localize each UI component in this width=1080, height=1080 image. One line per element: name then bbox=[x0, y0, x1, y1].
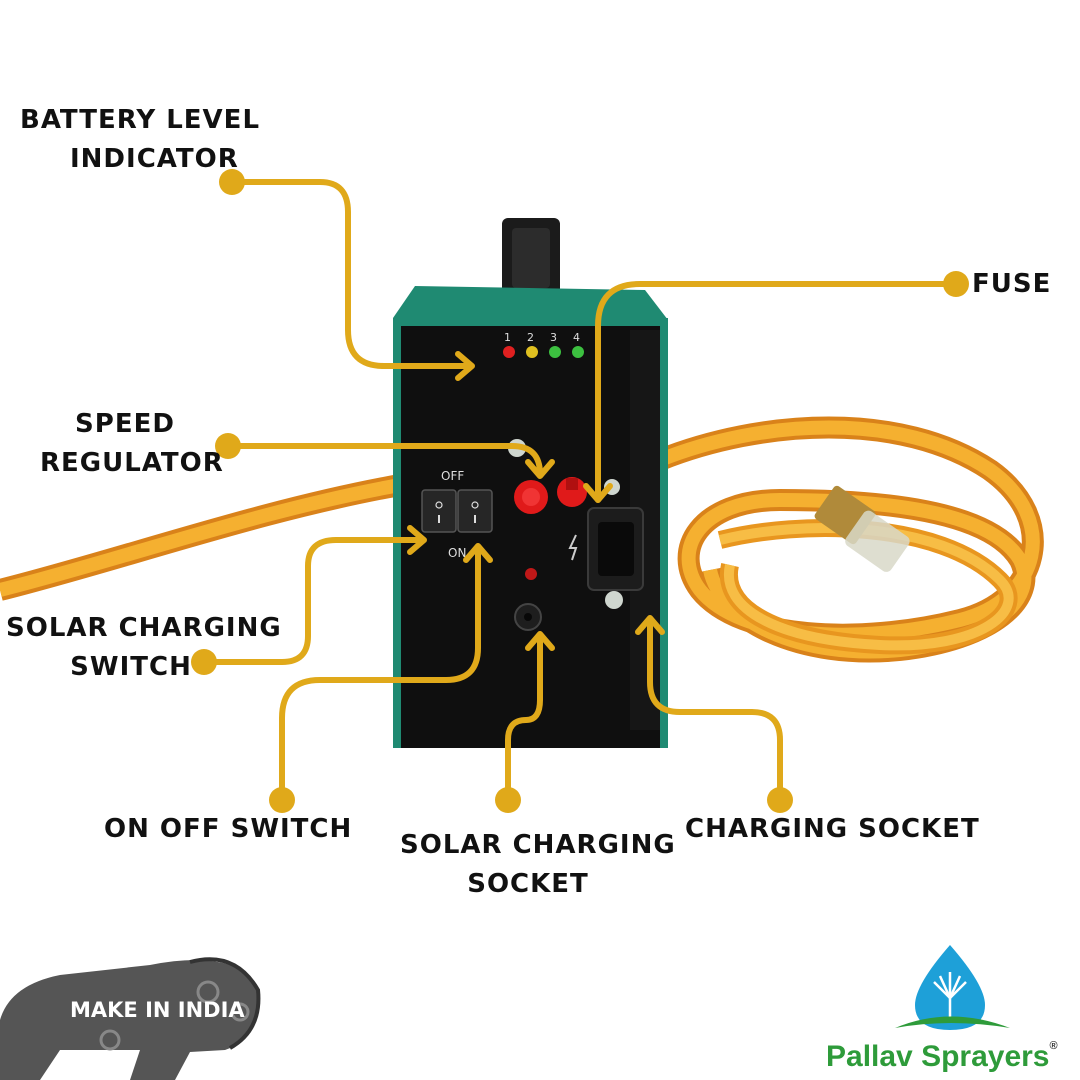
callout-charging-socket: CHARGING SOCKET bbox=[685, 810, 980, 849]
device-top-trim bbox=[393, 286, 668, 320]
battery-callout-dot bbox=[219, 169, 245, 195]
callout-solar-switch-line-2: SWITCH bbox=[70, 652, 192, 682]
fuse-callout-line bbox=[595, 281, 959, 503]
make-in-india-logo bbox=[0, 957, 261, 1080]
battery-level-leds: 1 2 3 4 bbox=[503, 331, 584, 358]
make-in-india-text: MAKE IN INDIA bbox=[70, 998, 245, 1022]
solar-socket-callout-line bbox=[505, 633, 543, 803]
battery-led-2 bbox=[526, 346, 538, 358]
fuse-holder[interactable] bbox=[557, 477, 587, 507]
battery-led-3 bbox=[549, 346, 561, 358]
callout-speed-regulator: SPEED REGULATOR bbox=[40, 405, 224, 483]
on-off-rocker-switch[interactable] bbox=[457, 489, 493, 533]
callout-fuse: FUSE bbox=[972, 265, 1051, 304]
callout-battery-level-indicator: BATTERY LEVEL INDICATOR bbox=[20, 101, 260, 179]
lightning-icon bbox=[568, 534, 578, 561]
solar-charging-rocker-switch[interactable] bbox=[421, 489, 457, 533]
brand-name-text: Pallav Sprayers bbox=[826, 1040, 1050, 1073]
charge-indicator-led bbox=[525, 568, 537, 580]
solar-switch-callout-line bbox=[201, 537, 425, 665]
battery-led-4 bbox=[572, 346, 584, 358]
battery-callout-line bbox=[229, 179, 473, 369]
callout-battery-line-2: INDICATOR bbox=[70, 144, 239, 174]
hose-connector bbox=[814, 485, 910, 572]
callout-fuse-line-1: FUSE bbox=[972, 269, 1052, 299]
speed-regulator-callout-line bbox=[225, 443, 543, 477]
callout-solar-socket-line-1: SOLAR CHARGING bbox=[400, 830, 676, 860]
switch-off-label: OFF bbox=[441, 469, 464, 483]
pallav-sprayers-logo bbox=[895, 945, 1010, 1030]
solar-switch-callout-dot bbox=[191, 649, 217, 675]
callout-speed-line-1: SPEED bbox=[75, 409, 175, 439]
callout-on-off-switch: ON OFF SWITCH bbox=[104, 810, 352, 849]
callout-dots bbox=[191, 169, 969, 813]
led-number-3: 3 bbox=[550, 331, 557, 344]
leaf-arc-icon bbox=[895, 1016, 1010, 1028]
switch-on-label: ON bbox=[448, 546, 466, 560]
screw bbox=[605, 591, 623, 609]
charging-socket-callout-dot bbox=[767, 787, 793, 813]
sprayer-control-box: 1 2 3 4 OFF ON bbox=[393, 218, 668, 748]
callout-solar-charging-switch: SOLAR CHARGING SWITCH bbox=[6, 609, 282, 687]
on-off-switch-callout-line bbox=[279, 545, 481, 803]
callout-charging-socket-line-1: CHARGING SOCKET bbox=[685, 814, 980, 844]
led-number-4: 4 bbox=[573, 331, 580, 344]
callout-lines bbox=[201, 179, 959, 803]
callout-battery-line-1: BATTERY LEVEL bbox=[20, 105, 261, 135]
brand-name: Pallav Sprayers® bbox=[826, 1040, 1058, 1074]
callout-on-off-line-1: ON OFF SWITCH bbox=[104, 814, 353, 844]
on-off-switch-callout-dot bbox=[269, 787, 295, 813]
battery-led-1 bbox=[503, 346, 515, 358]
speed-regulator-callout-dot bbox=[215, 433, 241, 459]
solar-socket-callout-dot bbox=[495, 787, 521, 813]
callout-solar-switch-line-1: SOLAR CHARGING bbox=[6, 613, 282, 643]
fuse-callout-dot bbox=[943, 271, 969, 297]
callout-solar-socket-line-2: SOCKET bbox=[467, 869, 589, 899]
led-number-2: 2 bbox=[527, 331, 534, 344]
charging-socket-callout-line bbox=[647, 617, 783, 803]
led-number-1: 1 bbox=[504, 331, 511, 344]
callout-solar-charging-socket: SOLAR CHARGING SOCKET bbox=[400, 826, 676, 904]
hose bbox=[0, 416, 1044, 663]
callout-speed-line-2: REGULATOR bbox=[40, 448, 224, 478]
registered-mark: ® bbox=[1049, 1040, 1058, 1052]
